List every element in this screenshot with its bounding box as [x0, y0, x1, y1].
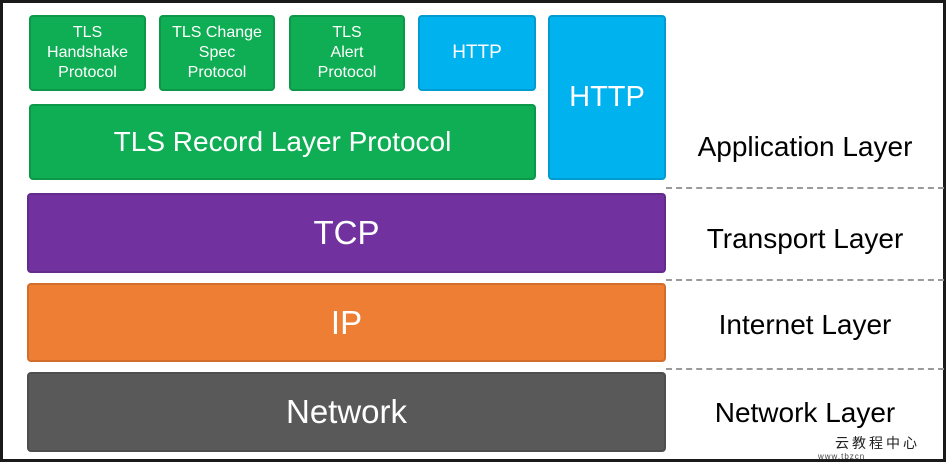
http-box: HTTP — [548, 15, 666, 180]
layer-divider — [666, 279, 944, 281]
internet-layer-label: Internet Layer — [718, 309, 892, 340]
tls-handshake-protocol-box: TLS Handshake Protocol — [29, 15, 146, 91]
layer-divider — [666, 368, 944, 370]
tcp-box: TCP — [27, 193, 666, 273]
tls-change-spec-protocol-box: TLS Change Spec Protocol — [159, 15, 275, 91]
network-box: Network — [27, 372, 666, 452]
network-layer-label: Network Layer — [714, 397, 896, 428]
application-layer-label: Application Layer — [697, 131, 913, 162]
transport-layer-label: Transport Layer — [706, 223, 904, 254]
watermark-url: www.tbzcn — [818, 452, 866, 461]
http-over-tls-box: HTTP — [418, 15, 536, 91]
tls-record-layer-box: TLS Record Layer Protocol — [29, 104, 536, 180]
watermark-text: 云教程中心 — [835, 435, 920, 451]
tls-alert-protocol-box: TLS Alert Protocol — [289, 15, 405, 91]
layer-divider — [666, 187, 944, 189]
ip-box: IP — [27, 283, 666, 362]
